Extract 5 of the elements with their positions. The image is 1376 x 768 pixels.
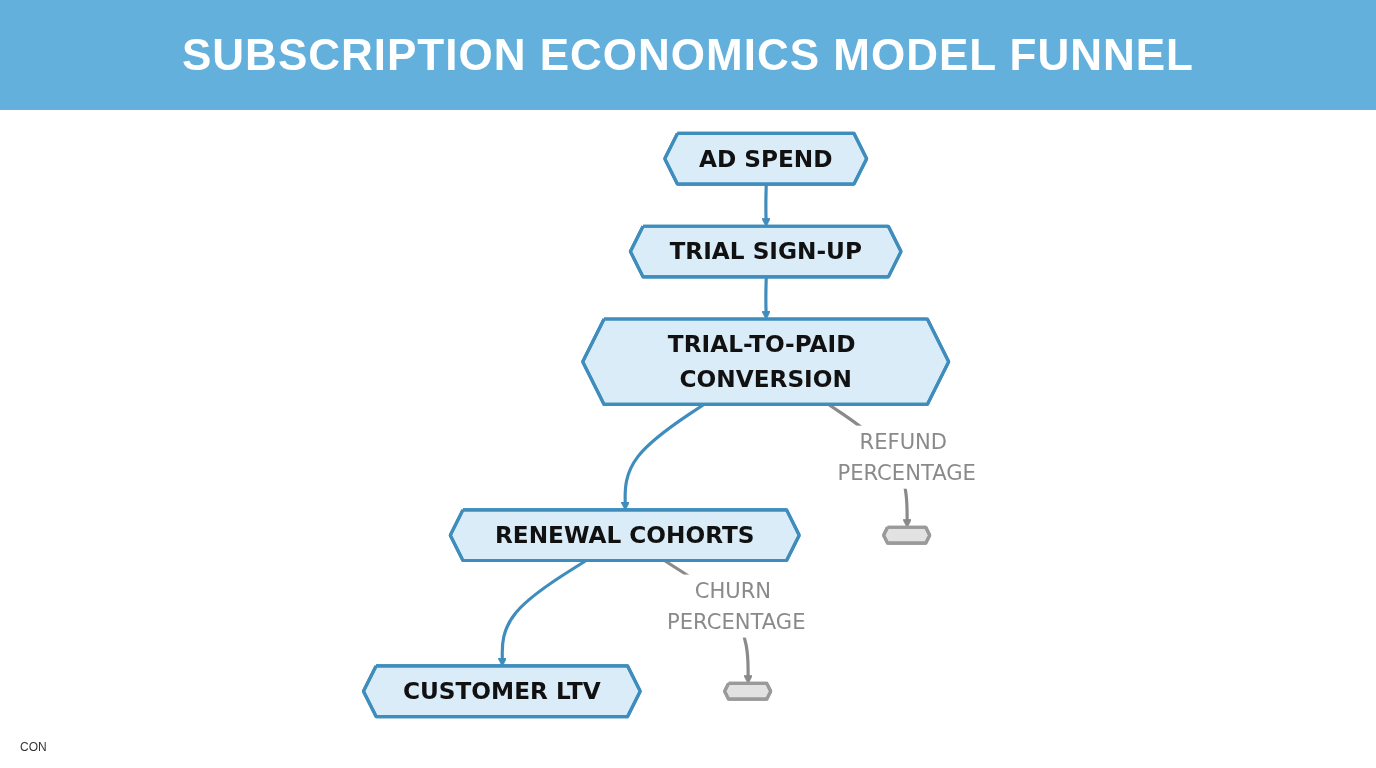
note: CON: [20, 740, 47, 754]
arrow: [761, 277, 771, 320]
title: SUBSCRIPTION ECONOMICS MODEL FUNNEL: [182, 30, 1194, 80]
edge-label: REFUND PERCENTAGE: [837, 428, 977, 486]
edge-label: CHURN PERCENTAGE: [667, 577, 806, 635]
